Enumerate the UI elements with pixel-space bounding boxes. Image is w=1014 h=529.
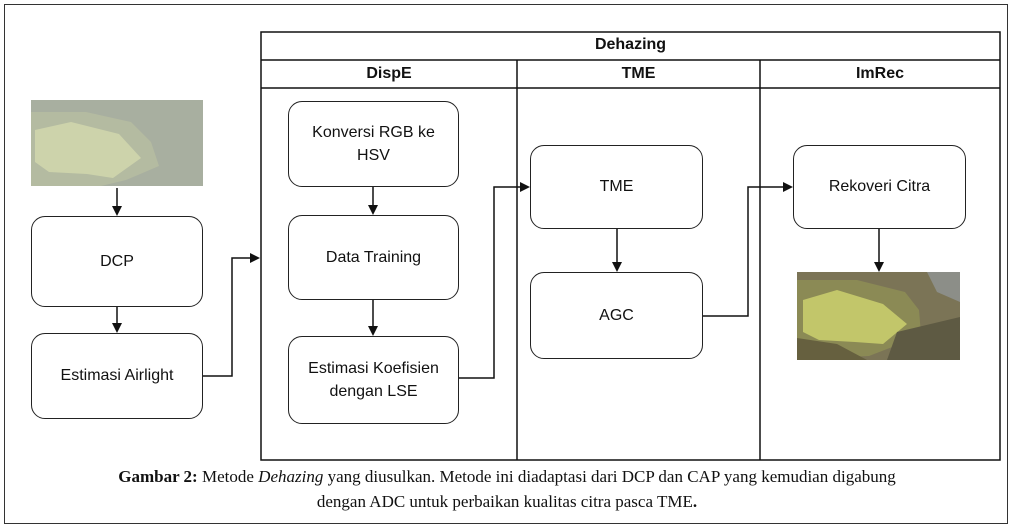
caption-italic: Dehazing [258,467,324,486]
rgb-hsv-box: Konversi RGB ke HSV [288,101,459,187]
output-image [797,272,960,360]
dcp-box: DCP [31,216,203,307]
caption-period: . [692,491,698,511]
caption-line-2: dengan ADC untuk perbaikan kualitas citr… [0,490,1014,515]
rekoveri-box: Rekoveri Citra [793,145,966,229]
caption-text-b: yang diusulkan. Metode ini diadaptasi da… [323,467,896,486]
input-hazy-image [31,100,203,186]
lse-box: Estimasi Koefisien dengan LSE [288,336,459,424]
header-tme: TME [621,65,656,82]
figure-frame [4,4,1008,524]
arrow-agc-imrec [703,182,793,317]
caption-label: Gambar 2: [118,467,198,486]
figure-caption: Gambar 2: Metode Dehazing yang diusulkan… [0,465,1014,514]
caption-text-a: Metode [197,467,259,486]
agc-box: AGC [530,272,703,359]
tme-box: TME [530,145,703,229]
header-imrec: ImRec [855,65,905,82]
dehazing-table [260,31,1001,461]
header-dehazing: Dehazing [594,36,667,53]
caption-line-1: Gambar 2: Metode Dehazing yang diusulkan… [0,465,1014,490]
caption-line2-text: dengan ADC untuk perbaikan kualitas citr… [316,491,693,511]
data-training-box: Data Training [288,215,459,300]
airlight-box: Estimasi Airlight [31,333,203,419]
arrow-lse-tme [459,182,530,379]
header-dispe: DispE [366,65,412,82]
arrow-airlight-dispe [203,253,260,377]
